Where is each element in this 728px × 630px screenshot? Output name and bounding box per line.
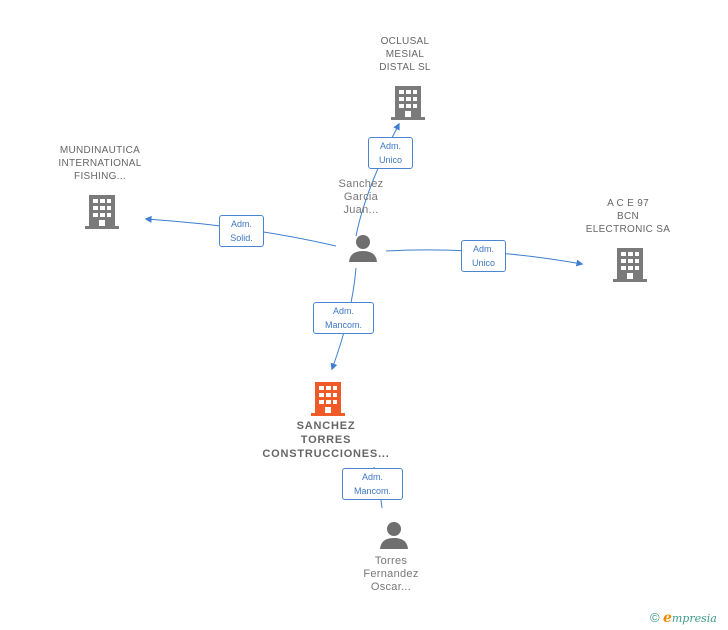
copyright-notice: © empresia <box>650 610 717 626</box>
node-label-line: SANCHEZ <box>296 420 356 432</box>
node-label-sanchez-torres[interactable]: SANCHEZ TORRES CONSTRUCCIONES... <box>246 419 406 461</box>
node-label-mundinautica[interactable]: MUNDINAUTICA INTERNATIONAL FISHING... <box>40 144 160 183</box>
logo-text: mpresia <box>671 612 717 625</box>
node-label-line: CONSTRUCCIONES... <box>262 448 390 460</box>
node-label-line: DISTAL SL <box>379 62 431 73</box>
node-label-torres-person[interactable]: Torres Fernandez Oscar... <box>341 555 441 594</box>
edge-label-line: Mancom. <box>353 486 391 496</box>
node-label-line: Juan... <box>343 204 379 216</box>
building-icon[interactable] <box>391 84 425 120</box>
edge-label-to-oclusal[interactable]: Adm. Unico <box>368 137 413 169</box>
edge-label-line: Unico <box>378 155 402 165</box>
main-building-icon[interactable] <box>311 380 345 416</box>
node-label-line: INTERNATIONAL <box>58 158 142 169</box>
node-label-line: Sanchez <box>338 178 384 190</box>
logo-initial: e <box>662 610 672 626</box>
node-label-line: OCLUSAL <box>380 36 430 47</box>
node-label-line: ELECTRONIC SA <box>585 224 671 235</box>
edge-label-line: Solid. <box>230 233 253 243</box>
edge-label-line: Unico <box>471 258 495 268</box>
person-icon[interactable] <box>379 520 409 550</box>
copyright-symbol: © <box>650 610 660 625</box>
node-label-line: Fernandez <box>363 568 419 580</box>
node-label-line: TORRES <box>300 434 352 446</box>
edge-label-line: Mancom. <box>324 320 362 330</box>
node-label-line: FISHING... <box>74 171 126 182</box>
node-label-ace[interactable]: A C E 97 BCN ELECTRONIC SA <box>570 197 686 236</box>
node-label-line: MESIAL <box>385 49 425 60</box>
node-label-line: A C E 97 <box>607 198 649 209</box>
edge-label-line: Adm. <box>230 219 252 229</box>
edge-label-torres-to-sanchez-torres[interactable]: Adm. Mancom. <box>342 468 403 500</box>
edge-label-to-mundinautica[interactable]: Adm. Solid. <box>219 215 264 247</box>
building-icon[interactable] <box>613 246 647 282</box>
node-label-line: BCN <box>616 211 639 222</box>
edge-label-line: Adm. <box>361 472 383 482</box>
empresia-logo: empresia <box>662 610 717 626</box>
node-label-line: Garcia <box>343 191 379 203</box>
edge-label-line: Adm. <box>332 306 354 316</box>
node-label-line: Torres <box>374 555 408 567</box>
person-icon[interactable] <box>348 233 378 263</box>
edge-label-line: Adm. <box>379 141 401 151</box>
node-label-sanchez-person[interactable]: Sanchez Garcia Juan... <box>311 178 411 217</box>
edge-label-line: Adm. <box>472 244 494 254</box>
node-label-oclusal[interactable]: OCLUSAL MESIAL DISTAL SL <box>355 35 455 74</box>
building-icon[interactable] <box>85 193 119 229</box>
edge-label-to-ace[interactable]: Adm. Unico <box>461 240 506 272</box>
node-label-line: MUNDINAUTICA <box>59 145 141 156</box>
node-label-line: Oscar... <box>370 581 412 593</box>
edge-label-to-sanchez-torres[interactable]: Adm. Mancom. <box>313 302 374 334</box>
